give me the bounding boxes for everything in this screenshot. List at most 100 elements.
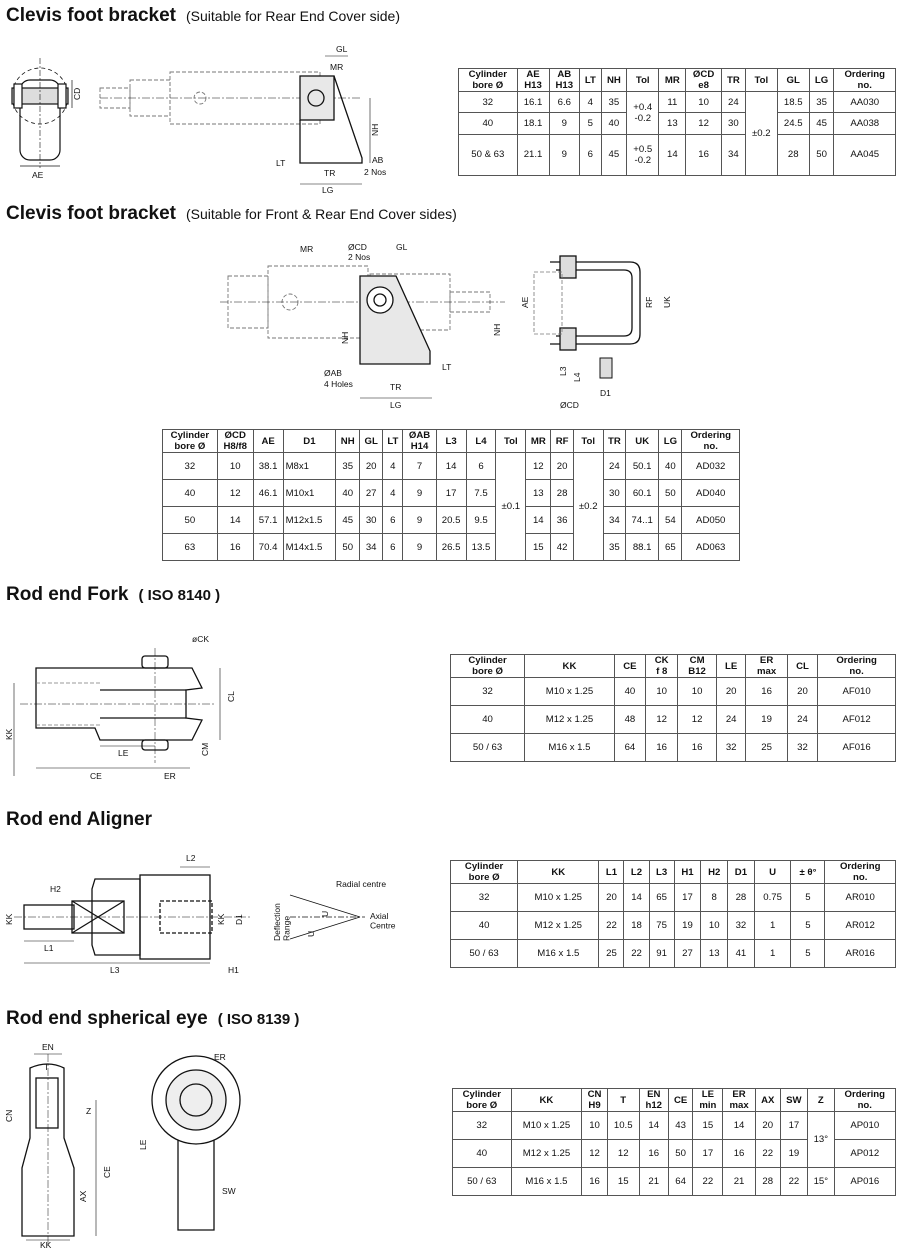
- col-header: LT: [579, 68, 602, 92]
- cell: 14: [525, 506, 552, 534]
- cell: 50 / 63: [449, 939, 519, 968]
- cell: 22: [598, 911, 625, 940]
- cell: 50: [667, 1139, 694, 1168]
- col-header: CN H9: [581, 1088, 608, 1112]
- cell: M14x1.5: [282, 533, 337, 561]
- drw3-label-kk: KK: [4, 728, 14, 740]
- col-header: L3: [648, 860, 675, 884]
- table-row: 40 M12 x 1.25 22 18 75 19 10 32 1 5 AR01…: [449, 911, 896, 940]
- cell: 19: [673, 911, 702, 940]
- cell: 48: [613, 705, 647, 734]
- cell: 14: [623, 883, 650, 912]
- cell: AD063: [681, 533, 740, 561]
- cell: M8x1: [282, 452, 337, 480]
- col-header: Tol: [626, 68, 660, 92]
- table-row: 50 / 63 M16 x 1.5 25 22 91 27 13 41 1 5 …: [449, 939, 896, 968]
- cell: 40: [335, 479, 361, 507]
- cell: 20: [598, 883, 625, 912]
- col-header: KK: [510, 1088, 583, 1112]
- cell: 16: [745, 677, 788, 706]
- drw5-label-ce: CE: [102, 1166, 112, 1178]
- cell: 24: [720, 90, 746, 114]
- col-header: NH: [335, 429, 361, 453]
- cell: AF010: [817, 677, 896, 706]
- col-header: AB H13: [548, 68, 581, 92]
- cell: 63: [162, 533, 218, 561]
- cell: 32: [449, 883, 519, 912]
- drw2-label-2nos: 2 Nos: [348, 252, 370, 262]
- drw5-label-kk: KK: [40, 1240, 52, 1250]
- cell: 36: [550, 506, 574, 534]
- section-heading: Rod end Aligner: [6, 809, 153, 830]
- cell: 20.5: [435, 506, 467, 534]
- table-row: 50 / 63 M16 x 1.5 64 16 16 32 25 32 AF01…: [449, 733, 896, 762]
- cell: M10 x 1.25: [524, 677, 615, 706]
- cell: 32: [449, 677, 526, 706]
- cell: AR016: [824, 939, 896, 968]
- table-row: 40 M12 x 1.25 48 12 12 24 19 24 AF012: [449, 705, 896, 734]
- section-title-rod-end-aligner: Rod end Aligner: [6, 809, 152, 831]
- cell: 50 / 63: [452, 1167, 512, 1196]
- cell: 9: [402, 533, 437, 561]
- cell: 19: [779, 1139, 809, 1168]
- cell: 6: [579, 133, 602, 177]
- table-header-row: Cylinder bore Ø KK L1 L2 L3 H1 H2 D1 U ±…: [449, 860, 896, 884]
- cell: 10: [581, 1111, 608, 1140]
- cell: 16: [581, 1167, 608, 1196]
- cell: 40: [600, 112, 628, 135]
- cell: 74..1: [625, 506, 660, 534]
- col-header: L1: [598, 860, 625, 884]
- col-header: EN h12: [638, 1088, 669, 1112]
- cell: 91: [648, 939, 675, 968]
- cell: M16 x 1.5: [517, 939, 600, 968]
- rod-end-aligner-table: Cylinder bore Ø KK L1 L2 L3 H1 H2 D1 U ±…: [449, 860, 896, 968]
- section-heading: Rod end spherical eye: [6, 1008, 208, 1029]
- cell: 15: [606, 1167, 640, 1196]
- drw5-label-cn: CN: [4, 1110, 14, 1122]
- col-header: Z: [807, 1088, 835, 1112]
- cell: 41: [727, 939, 755, 968]
- drw5-label-t: T: [44, 1062, 49, 1072]
- col-header: TR: [602, 429, 627, 453]
- cell: 10: [700, 911, 729, 940]
- cell: 9: [548, 133, 581, 177]
- drw1-label-lt: LT: [276, 158, 285, 168]
- cell: 40: [449, 705, 526, 734]
- drw2-label-uk: UK: [662, 296, 672, 308]
- cell: 21: [638, 1167, 669, 1196]
- col-header: CL: [786, 654, 819, 678]
- drw1-label-tr: TR: [324, 168, 335, 178]
- drw2-label-4holes: 4 Holes: [324, 379, 353, 389]
- col-header: LE: [715, 654, 747, 678]
- cell: 22: [754, 1139, 781, 1168]
- cell: 1: [753, 911, 792, 940]
- table-row: 50 / 63 M16 x 1.5 16 15 21 64 22 21 28 2…: [452, 1167, 897, 1196]
- cell: 16: [722, 1139, 756, 1168]
- cell: 13.5: [465, 533, 497, 561]
- col-header: NH: [600, 68, 628, 92]
- drw1-label-2nos: 2 Nos: [364, 167, 386, 177]
- cell: 27: [359, 479, 384, 507]
- cell: 13°: [807, 1111, 835, 1168]
- cell: M10 x 1.25: [517, 883, 600, 912]
- table-row: 32 10 38.1 M8x1 35 20 4 7 14 6 ±0.1 12 2…: [162, 452, 740, 561]
- table-header-row: Cylinder bore Ø KK CE CK f 8 CM B12 LE E…: [449, 654, 896, 678]
- col-header: ER max: [745, 654, 788, 678]
- col-header: L2: [623, 860, 650, 884]
- rod-end-aligner-drawing: L2 H2 KK KK D1 L1 L3 H1 Radial centre De…: [4, 853, 396, 975]
- col-header: UK: [625, 429, 660, 453]
- cell: 32: [452, 1111, 512, 1140]
- cell: 13: [658, 112, 687, 135]
- col-header: L4: [465, 429, 497, 453]
- cell: AF012: [817, 705, 896, 734]
- drw5-label-ax: AX: [78, 1190, 88, 1202]
- cell: 4: [382, 452, 404, 480]
- drw2-label-l3: L3: [558, 366, 568, 376]
- cell: 19: [745, 705, 788, 734]
- cell: 14: [638, 1111, 669, 1140]
- cell: 32: [727, 911, 755, 940]
- drw3-label-cm: CM: [200, 743, 210, 756]
- col-header: Cylinder bore Ø: [449, 860, 519, 884]
- cell: 7: [402, 452, 437, 480]
- section-iso: ( ISO 8140 ): [138, 587, 221, 604]
